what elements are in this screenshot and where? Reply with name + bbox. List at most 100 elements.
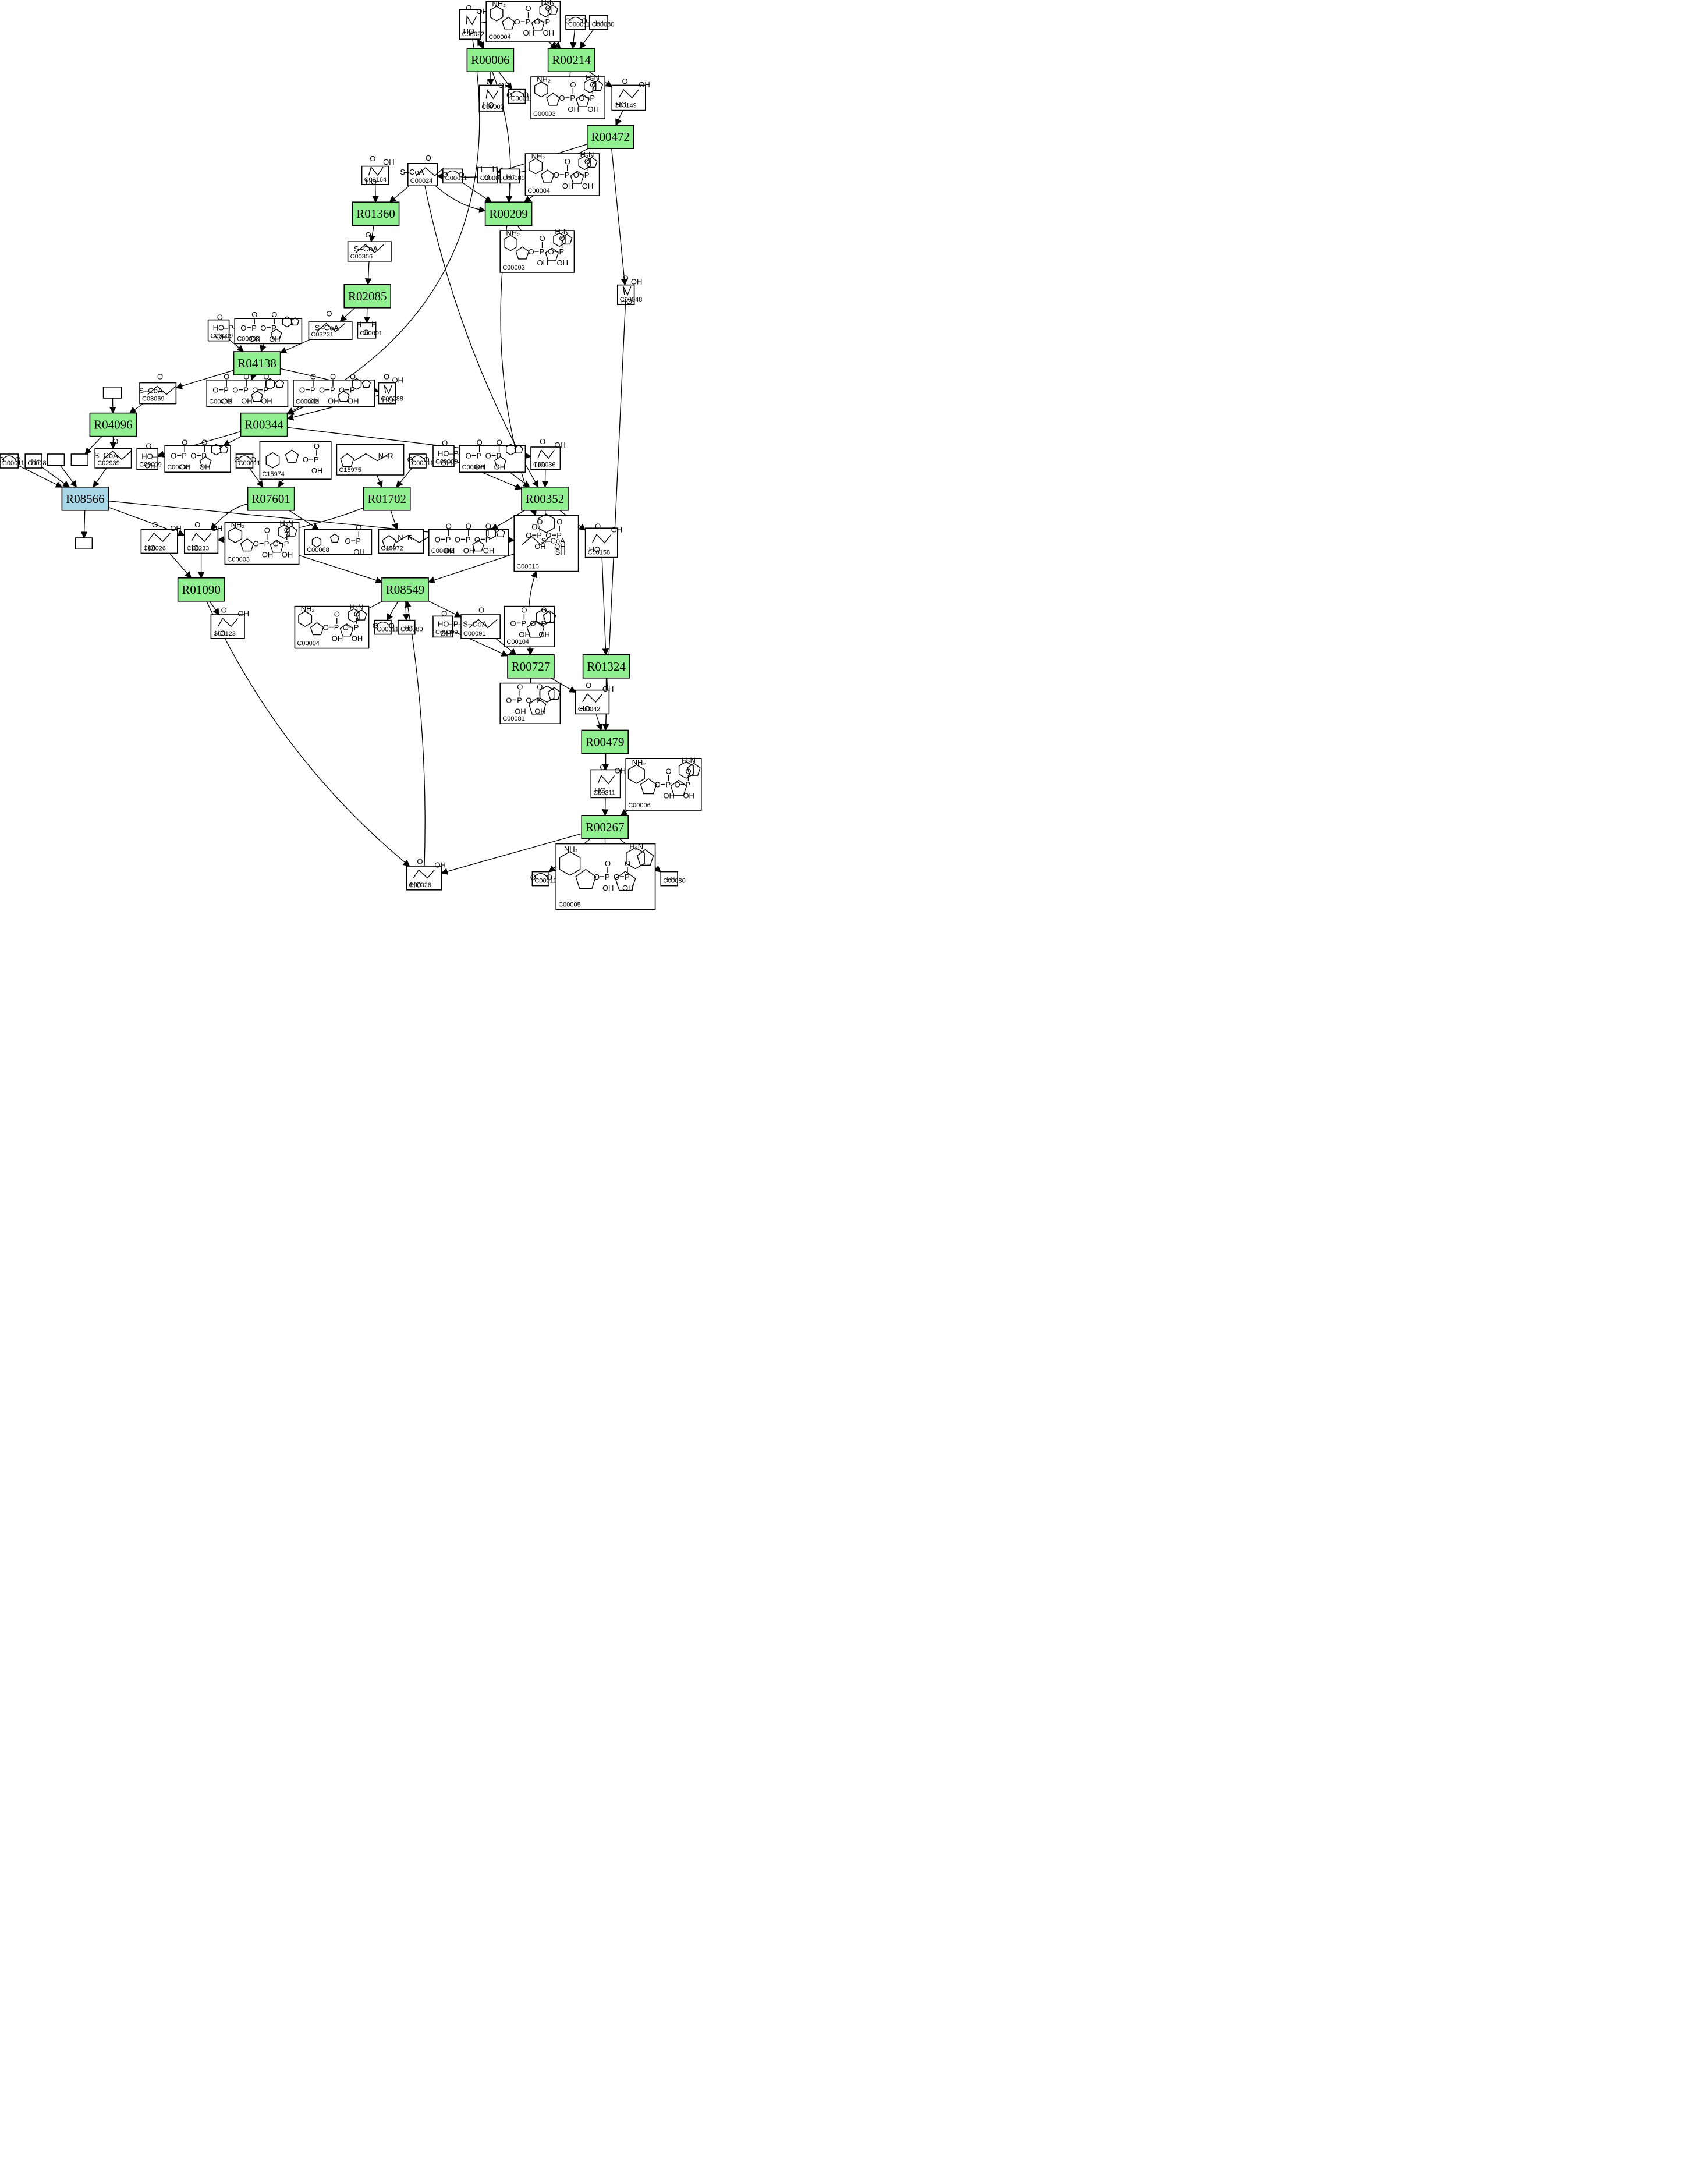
reaction-R00214[interactable]: R00214 bbox=[547, 48, 595, 72]
compound-box bbox=[611, 84, 646, 111]
reaction-R00727[interactable]: R00727 bbox=[507, 654, 555, 679]
reaction-R00006[interactable]: R00006 bbox=[466, 48, 515, 72]
compound-id: C00123 bbox=[213, 630, 236, 637]
compound-c00080b[interactable]: H⁺C00080 bbox=[499, 168, 525, 184]
compound-c00080a[interactable]: H⁺C00080 bbox=[588, 15, 615, 30]
svg-text:O: O bbox=[595, 522, 601, 530]
svg-text:OH: OH bbox=[211, 524, 223, 533]
svg-text:OH: OH bbox=[170, 524, 182, 533]
compound-c00080c[interactable]: H⁺C00080 bbox=[24, 453, 50, 469]
svg-text:P: P bbox=[466, 535, 471, 544]
reaction-R01090[interactable]: R01090 bbox=[177, 577, 225, 602]
reaction-R07601[interactable]: R07601 bbox=[247, 486, 295, 511]
reaction-R01324[interactable]: R01324 bbox=[582, 654, 630, 679]
reaction-box bbox=[363, 486, 411, 511]
reaction-R00479[interactable]: R00479 bbox=[581, 729, 629, 754]
compound-box bbox=[164, 445, 231, 473]
compound-c00080e[interactable]: H⁺C00080 bbox=[660, 871, 686, 887]
reaction-R00209[interactable]: R00209 bbox=[484, 201, 533, 226]
reaction-R00352[interactable]: R00352 bbox=[521, 486, 569, 511]
compound-blank2[interactable] bbox=[47, 453, 65, 466]
compound-id: C03231 bbox=[311, 331, 334, 338]
svg-text:OH: OH bbox=[282, 551, 293, 559]
reaction-R04096[interactable]: R04096 bbox=[89, 412, 137, 437]
reaction-R01360[interactable]: R01360 bbox=[352, 201, 400, 226]
compound-blank4[interactable] bbox=[75, 537, 93, 550]
svg-text:P: P bbox=[356, 537, 361, 545]
reaction-R02085[interactable]: R02085 bbox=[343, 283, 392, 309]
compound-c00080d[interactable]: H⁺C00080 bbox=[398, 619, 423, 635]
svg-text:OH: OH bbox=[308, 397, 320, 406]
compound-id: C00004 bbox=[488, 34, 511, 41]
reaction-R08549[interactable]: R08549 bbox=[381, 577, 429, 602]
compound-blank3[interactable] bbox=[70, 453, 89, 466]
svg-text:H₂N: H₂N bbox=[586, 73, 600, 82]
compound-box bbox=[102, 386, 122, 399]
reaction-R00472[interactable]: R00472 bbox=[586, 125, 634, 149]
reaction-R00344[interactable]: R00344 bbox=[240, 412, 288, 437]
reaction-R08566[interactable]: R08566 bbox=[61, 486, 109, 511]
compound-blank1[interactable] bbox=[102, 386, 122, 399]
compound-id: C00080 bbox=[592, 21, 615, 28]
reaction-R00267[interactable]: R00267 bbox=[581, 815, 629, 839]
svg-text:O: O bbox=[442, 170, 448, 179]
reaction-R01702[interactable]: R01702 bbox=[363, 486, 411, 511]
reaction-R04138[interactable]: R04138 bbox=[233, 351, 281, 375]
svg-text:P: P bbox=[540, 247, 545, 256]
reaction-box bbox=[61, 486, 109, 511]
